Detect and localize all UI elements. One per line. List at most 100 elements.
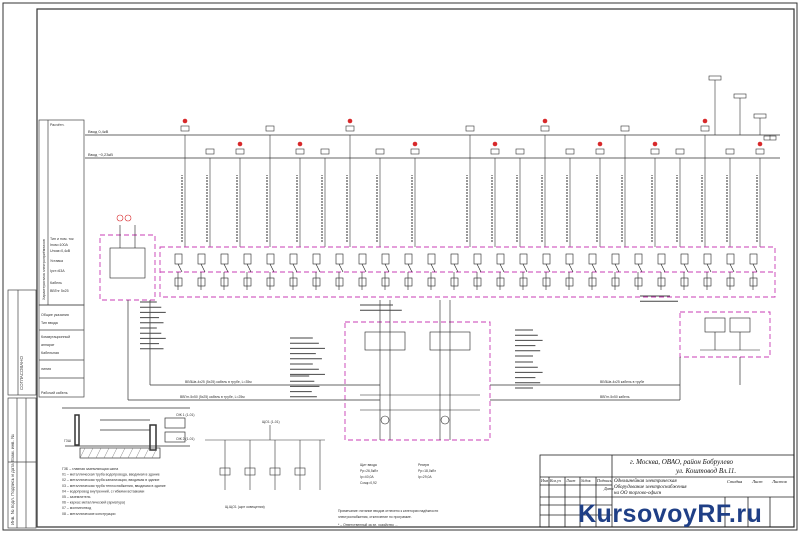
legend-list: ГЗБ – главная заземляющая шина 01 – метал…: [62, 467, 166, 516]
consumer-5: [320, 148, 330, 247]
top-right-item-1: [733, 93, 747, 135]
legend-note-0: ГЗБ – главная заземляющая шина: [62, 467, 118, 471]
consumer-15: [620, 125, 630, 247]
svg-text:Щ.ЩО1 (щит освещения): Щ.ЩО1 (щит освещения): [225, 505, 265, 509]
param-block-left: [140, 301, 166, 350]
svg-text:ГЗШ: ГЗШ: [64, 439, 71, 443]
legend-note-6: 06 – каркас металлический (арматура): [62, 501, 125, 505]
col-sheet-label: Лист: [752, 479, 763, 484]
top-right-item-0: [708, 75, 722, 135]
svg-text:ВВГнг-5х50 кабель: ВВГнг-5х50 кабель: [600, 395, 630, 399]
breaker-14: [496, 253, 505, 290]
row-label-izm: Изм: [541, 478, 548, 483]
svg-text:Коммутационный: Коммутационный: [41, 335, 70, 339]
cable-labels: [181, 175, 758, 242]
svg-text:электроснабжения, отключение п: электроснабжения, отключение по программ…: [338, 515, 412, 519]
breaker-21: [657, 253, 666, 290]
breaker-5: [289, 253, 298, 290]
row-label-sign: Подпись: [597, 478, 612, 483]
param-block-mid-1: [290, 337, 325, 375]
consumer-9: [465, 125, 475, 247]
consumer-16: [650, 141, 660, 247]
sheet-frame-inner: [36, 8, 795, 528]
title-address-line2: ул. Коштoвод Вл.11.: [676, 467, 737, 475]
svg-text:Уставка: Уставка: [50, 259, 63, 263]
svg-text:Ввод 0,4кВ: Ввод 0,4кВ: [88, 129, 109, 134]
svg-text:ВВГнг-5х50 (5х25) кабель в тру: ВВГнг-5х50 (5х25) кабель в трубе, L=25м: [180, 395, 245, 399]
svg-text:Uном=0,4кВ: Uном=0,4кВ: [50, 249, 71, 253]
legend-note-3: 03 – металлическая труба теплоснабжения,…: [62, 484, 166, 488]
consumer-10: [490, 141, 500, 247]
svg-text:ВВГнг 5х25: ВВГнг 5х25: [50, 289, 69, 293]
top-consumers: [180, 75, 777, 247]
svg-text:ОЖ 2 (1-01): ОЖ 2 (1-01): [176, 437, 195, 441]
ats-internals: [360, 300, 480, 440]
svg-text:Характеристика электроприёмник: Характеристика электроприёмников: [42, 239, 46, 300]
grounding-detail: [62, 407, 190, 459]
breaker-1: [197, 253, 206, 290]
svg-text:Примечание: питание вводов отн: Примечание: питание вводов отнесено к ка…: [338, 509, 438, 513]
param-block-ats-top: [360, 304, 402, 311]
svg-text:Iуст=63А: Iуст=63А: [50, 269, 65, 273]
breaker-15: [519, 253, 528, 290]
svg-text:Расчётн.: Расчётн.: [50, 123, 65, 127]
svg-text:Рр=18,0кВт: Рр=18,0кВт: [418, 469, 436, 473]
col-sheets-label: Листов: [772, 479, 787, 484]
legend-note-4: 04 – водопровод внутренний, с гибкими вс…: [62, 489, 144, 493]
svg-text:ОЖ 1 (1-01): ОЖ 1 (1-01): [176, 413, 195, 417]
left-margin-text: Инв. № подл. Подпись и дата Взам. инв. №…: [10, 356, 24, 525]
drawing-title-1: Однолинейная электрическая: [614, 479, 677, 484]
legend-note-2: 02 – металлическая труба канализации, вв…: [62, 478, 160, 482]
consumer-13: [565, 148, 575, 247]
top-right-item-2: [753, 113, 767, 135]
lighting-schematic: [205, 425, 325, 490]
legend-note-5: 05 – заземлитель: [62, 495, 91, 499]
svg-text:Iр=29,0А: Iр=29,0А: [418, 475, 432, 479]
consumer-3: [265, 125, 275, 247]
right-switch-panel: [679, 311, 771, 358]
svg-text:Cosφ=0,92: Cosφ=0,92: [360, 481, 377, 485]
breaker-6: [312, 253, 321, 290]
row-label-doc: №док: [581, 478, 591, 483]
feeder-lines: [127, 300, 741, 401]
breaker-4: [266, 253, 275, 290]
breaker-10: [404, 253, 413, 290]
watermark-logo: KursovoyRF.ru: [578, 500, 762, 529]
svg-text:Iном=100А: Iном=100А: [50, 243, 69, 247]
consumer-12: [540, 118, 550, 247]
breaker-0: [174, 253, 183, 290]
breaker-20: [634, 253, 643, 290]
breaker-16: [542, 253, 551, 290]
svg-text:Тип и ном. ток: Тип и ном. ток: [50, 237, 74, 241]
svg-text:Ввод ~0,23кВ: Ввод ~0,23кВ: [88, 152, 113, 157]
watermark-part3: .ru: [728, 500, 763, 528]
consumer-14: [595, 141, 605, 247]
param-block-mid-2: [290, 375, 320, 398]
watermark-part1: Kursovoy: [578, 500, 698, 528]
consumer-7: [375, 148, 385, 247]
svg-text:аппарат: аппарат: [41, 343, 55, 347]
grounding-hatch: [79, 447, 158, 459]
svg-text:СОГЛАСОВАНО: СОГЛАСОВАНО: [19, 356, 24, 390]
left-notes-text: Характеристика электроприёмников Расчётн…: [41, 123, 74, 395]
consumer-19: [725, 148, 735, 247]
breaker-2: [220, 253, 229, 290]
breaker-8: [358, 253, 367, 290]
legend-note-7: 07 – молниеотвод: [62, 506, 91, 510]
svg-text:ЩО1 (1-01): ЩО1 (1-01): [262, 420, 280, 424]
consumer-4: [295, 141, 305, 247]
row-label-kol: Кол.уч: [550, 478, 561, 483]
distribution-panel: [99, 234, 776, 301]
breaker-7: [335, 253, 344, 290]
svg-text:Кабельная: Кабельная: [41, 351, 59, 355]
param-block-right-2: [515, 361, 543, 389]
input-device: [109, 214, 146, 279]
top-buses: [85, 134, 780, 159]
consumer-8: [410, 141, 420, 247]
svg-text:Iр=40,0А: Iр=40,0А: [360, 475, 374, 479]
consumer-18: [700, 118, 710, 247]
svg-text:линия: линия: [41, 367, 51, 371]
svg-text:Кабель: Кабель: [50, 281, 62, 285]
legend-note-1: 01 – металлическая труба водопровода, вв…: [62, 473, 160, 477]
